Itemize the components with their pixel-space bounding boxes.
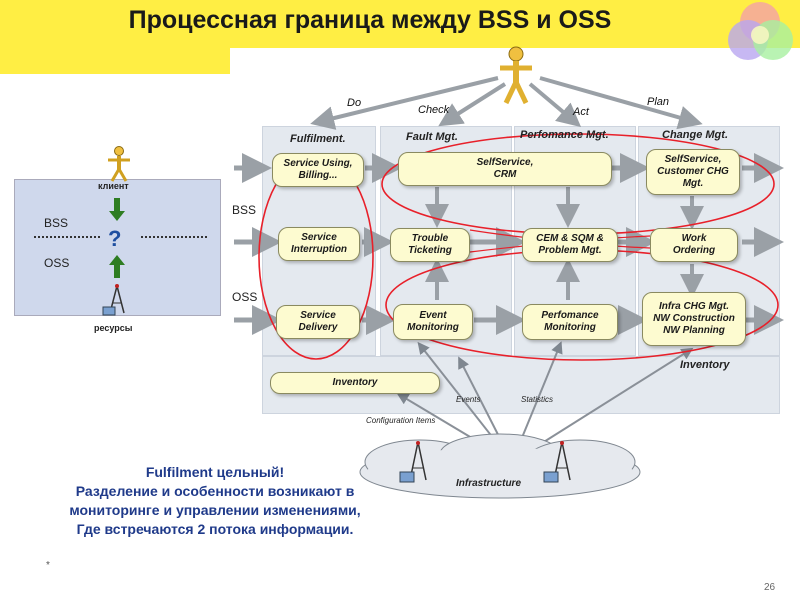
label-configuration-items: Configuration Items — [366, 416, 436, 425]
oss-label-left: OSS — [44, 256, 70, 270]
box-infra-chg: Infra CHG Mgt. NW Construction NW Planni… — [642, 292, 746, 346]
box-event-monitoring: Event Monitoring — [393, 304, 473, 340]
bottom-text: Fulfilment цельный! Разделение и особенн… — [0, 463, 430, 539]
bss-label-left: BSS — [44, 216, 69, 230]
bottom-text-line-4: Где встречаются 2 потока информации. — [76, 521, 354, 537]
header-change: Change Mgt. — [662, 129, 728, 141]
box-selfservice-crm: SelfService, CRM — [398, 152, 612, 186]
client-label: клиент — [98, 181, 129, 191]
row-label-bss: BSS — [232, 203, 257, 217]
tower-icon-left — [399, 441, 427, 483]
arrow-up-icon — [109, 255, 125, 278]
box-service-using: Service Using, Billing... — [272, 153, 364, 187]
bottom-text-line-2: Разделение и особенности возникают в — [75, 483, 355, 499]
label-infrastructure: Infrastructure — [456, 478, 522, 489]
label-statistics: Statistics — [521, 395, 554, 404]
slide-title: Процессная граница между BSS и OSS — [128, 6, 612, 34]
title-bar-extension — [0, 48, 230, 74]
tower-icon-right — [543, 441, 571, 483]
footnote-marker: * — [46, 560, 50, 571]
box-selfservice-chg: SelfService, Customer CHG Mgt. — [646, 149, 740, 195]
bottom-text-line-3: мониторинге и управлении изменениями, — [69, 502, 361, 518]
label-events: Events — [456, 395, 481, 404]
question-mark: ? — [108, 226, 122, 251]
page-number: 26 — [764, 582, 776, 593]
person-top-icon — [500, 46, 532, 105]
header-fulfilment: Fulfilment. — [290, 133, 346, 145]
title-bar — [0, 0, 800, 48]
box-cem-sqm: CEM & SQM & Problem Mgt. — [522, 228, 618, 262]
header-fault: Fault Mgt. — [406, 131, 458, 143]
box-service-delivery: Service Delivery — [276, 305, 360, 339]
box-inventory: Inventory — [270, 372, 440, 394]
resources-label: ресурсы — [94, 323, 133, 333]
box-trouble-ticketing: Trouble Ticketing — [390, 228, 470, 262]
box-work-ordering: Work Ordering — [650, 228, 738, 262]
bottom-text-line-1: Fulfilment цельный! — [145, 464, 285, 480]
resources-tower-icon — [102, 284, 125, 316]
venn-logo-icon — [728, 2, 793, 60]
boundary-dots-left — [34, 236, 100, 238]
cycle-check: Check — [418, 104, 450, 116]
box-service-interruption: Service Interruption — [278, 227, 360, 261]
header-inventory: Inventory — [680, 359, 730, 371]
arrow-down-icon — [109, 198, 125, 221]
cycle-plan: Plan — [647, 96, 670, 108]
row-label-oss: OSS — [232, 290, 258, 304]
cycle-do: Do — [347, 97, 362, 109]
header-performance: Perfomance Mgt. — [520, 129, 609, 141]
boundary-dots-right — [141, 236, 207, 238]
client-person-icon — [108, 146, 130, 182]
cycle-act: Act — [573, 106, 589, 118]
box-performance-monitoring: Perfomance Monitoring — [522, 304, 618, 340]
